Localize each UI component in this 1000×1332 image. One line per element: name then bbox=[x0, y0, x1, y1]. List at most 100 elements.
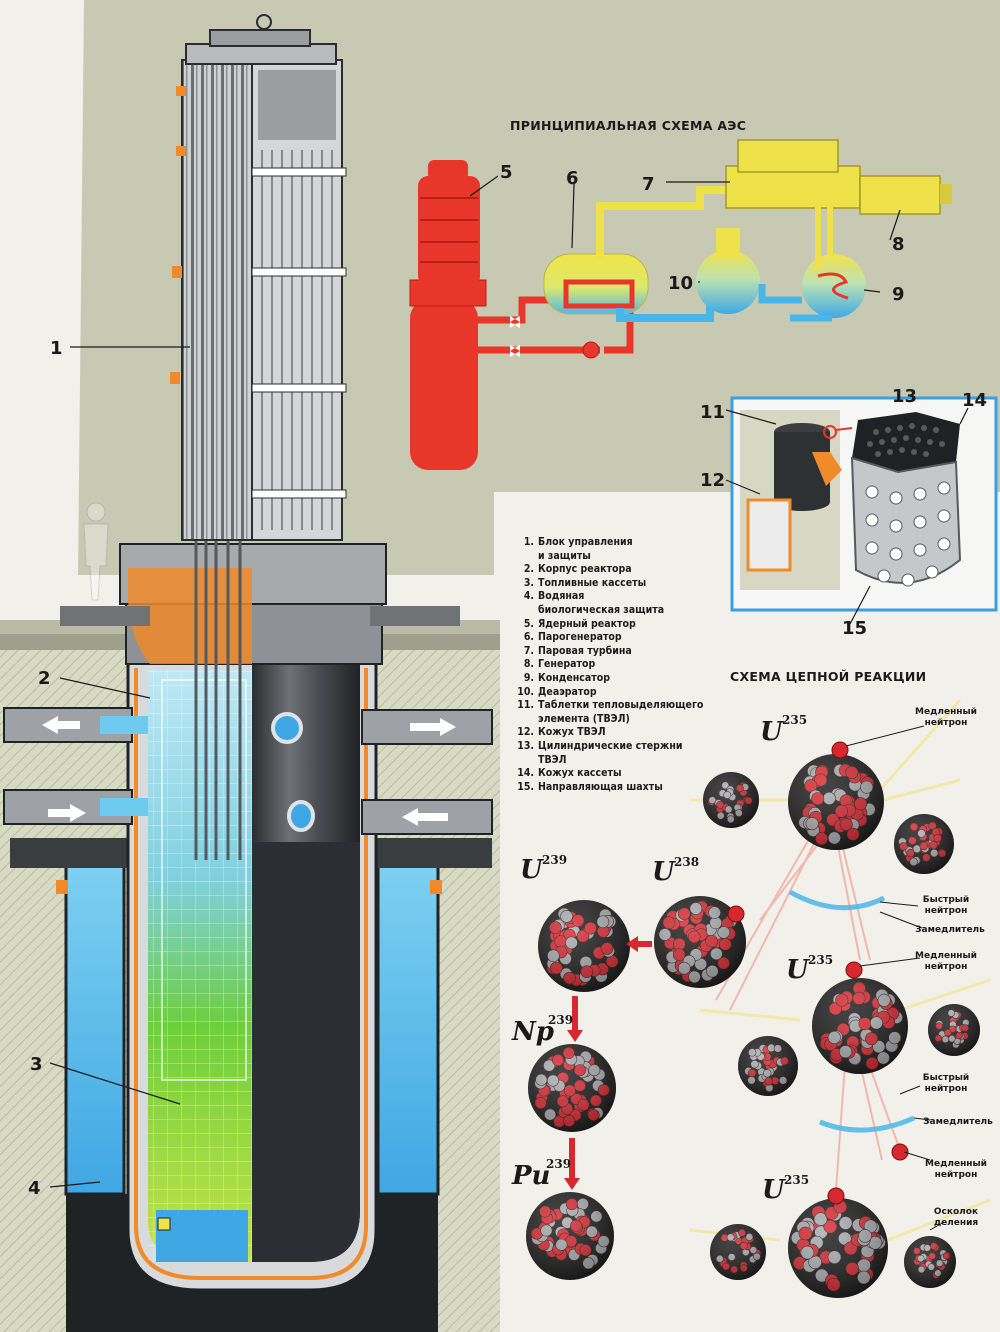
legend-item-number: 9. bbox=[523, 671, 534, 684]
legend-item-text: Цилиндрические стержни bbox=[538, 739, 683, 752]
nucleus-u235-mid bbox=[812, 978, 908, 1074]
callout-3: 3 bbox=[30, 1054, 43, 1075]
legend-item-text: Паровая турбина bbox=[538, 644, 632, 657]
arrow-u238-to-u239-head bbox=[626, 936, 638, 952]
legend-item: ТВЭЛ bbox=[516, 754, 716, 768]
legend-item: элемента (ТВЭЛ) bbox=[516, 713, 716, 727]
isotope-pu-mass: 239 bbox=[546, 1157, 571, 1171]
legend-item-text: Таблетки тепловыделяющего bbox=[538, 699, 704, 712]
fission-fragment bbox=[928, 1004, 980, 1056]
nucleus-np239 bbox=[528, 1044, 616, 1132]
legend-item-number bbox=[516, 550, 534, 564]
isotope-u235-top-mass: 235 bbox=[782, 713, 807, 727]
slow-neutron-label-1b: нейтрон bbox=[925, 718, 968, 728]
legend-item: 14. Кожух кассеты bbox=[516, 767, 716, 781]
fragment-label-a: Осколок bbox=[934, 1207, 978, 1217]
callout-11: 11 bbox=[700, 402, 725, 423]
slow-neutron-label-3b: нейтрон bbox=[935, 1170, 978, 1180]
callout-6: 6 bbox=[566, 168, 579, 189]
reactor-red bbox=[409, 160, 634, 470]
legend-item: 3.Топливные кассеты bbox=[516, 577, 716, 591]
fragment-label-b: деления bbox=[934, 1218, 979, 1228]
nucleus-pu239 bbox=[526, 1192, 614, 1280]
callout-4: 4 bbox=[28, 1178, 41, 1199]
fast-neutron-label-1a: Быстрый bbox=[923, 895, 969, 905]
turbine-generator bbox=[725, 139, 952, 215]
slow-neutron-label-3a: Медленный bbox=[925, 1159, 987, 1169]
legend-item-text: ТВЭЛ bbox=[538, 753, 567, 766]
legend-item-text: Кожух ТВЭЛ bbox=[538, 726, 606, 739]
legend-item: 7.Паровая турбина bbox=[516, 645, 716, 659]
isotope-u238-symbol: U bbox=[652, 857, 676, 887]
isotope-u235-mid-mass: 235 bbox=[808, 953, 833, 967]
legend-item: 1. Блок управления bbox=[516, 536, 716, 550]
fission-fragment bbox=[703, 772, 759, 828]
isotope-np-mass: 239 bbox=[548, 1013, 573, 1027]
callout-10: 10 bbox=[668, 273, 693, 294]
legend-item-text: Кожух кассеты bbox=[538, 767, 622, 780]
legend-item-text: и защиты bbox=[538, 549, 591, 562]
callout-2: 2 bbox=[38, 668, 51, 689]
deaerator bbox=[696, 250, 760, 314]
legend-item-number bbox=[516, 604, 534, 618]
legend-item-number: 12. bbox=[517, 726, 534, 739]
legend-item-text: Блок управления bbox=[538, 536, 633, 548]
legend-item-text: Генератор bbox=[538, 658, 596, 671]
legend-item-number: 3. bbox=[523, 576, 534, 589]
water-shield-right bbox=[376, 862, 440, 1196]
legend-item-number: 5. bbox=[523, 617, 534, 630]
legend-item-number: 1. bbox=[523, 536, 534, 548]
isotope-u238-mass: 238 bbox=[674, 855, 699, 869]
nucleus-u235-bottom bbox=[788, 1198, 888, 1298]
isotope-pu-symbol: Pu bbox=[511, 1161, 550, 1191]
legend-item: 15.Направляющая шахты bbox=[516, 781, 716, 795]
callout-1: 1 bbox=[50, 338, 63, 359]
plant-scheme bbox=[409, 139, 952, 470]
slow-neutron-label-2a: Медленный bbox=[915, 951, 977, 961]
nucleus-u235-top bbox=[788, 754, 884, 850]
legend-item: 5.Ядерный реактор bbox=[516, 618, 716, 632]
isotope-u235-bottom-symbol: U bbox=[762, 1175, 786, 1205]
isotope-np-symbol: Np bbox=[511, 1017, 554, 1047]
legend-item-number: 10. bbox=[517, 685, 534, 698]
legend-item-number: 6. bbox=[523, 631, 534, 644]
legend-item-number: 14. bbox=[517, 767, 534, 780]
legend-item: 13. Цилиндрические стержни bbox=[516, 740, 716, 754]
legend-item: и защиты bbox=[516, 550, 716, 564]
callout-7: 7 bbox=[642, 174, 655, 195]
fission-fragment bbox=[738, 1036, 798, 1096]
legend-item-number: 13. bbox=[517, 739, 534, 752]
legend-item-number bbox=[516, 754, 534, 768]
isotope-u239-symbol: U bbox=[520, 855, 544, 885]
legend-item-number: 8. bbox=[523, 658, 534, 671]
legend-item-text: элемента (ТВЭЛ) bbox=[538, 712, 630, 725]
callout-8: 8 bbox=[892, 234, 905, 255]
fission-fragment bbox=[894, 814, 954, 874]
callout-15: 15 bbox=[842, 618, 867, 639]
chain-reaction-title: СХЕМА ЦЕПНОЙ РЕАКЦИИ bbox=[730, 669, 927, 684]
legend-item-text: Конденсатор bbox=[538, 671, 611, 684]
nucleus-u239 bbox=[538, 900, 630, 992]
arrow-u239-to-np239-head bbox=[567, 1030, 583, 1042]
isotope-u235-bottom-mass: 235 bbox=[784, 1173, 809, 1187]
legend-item-number: 2. bbox=[523, 563, 534, 576]
legend-item: 6.Парогенератор bbox=[516, 631, 716, 645]
slow-neutron bbox=[831, 741, 849, 759]
slow-neutron bbox=[891, 1143, 909, 1161]
moderator-label-1: Замедлитель bbox=[915, 925, 985, 935]
slow-neutron-label-1a: Медленный bbox=[915, 707, 977, 717]
slow-neutron-label-2b: нейтрон bbox=[925, 962, 968, 972]
callout-9: 9 bbox=[892, 284, 905, 305]
legend-item: 4.Водяная bbox=[516, 590, 716, 604]
isotope-u235-top-symbol: U bbox=[760, 717, 784, 747]
callout-12: 12 bbox=[700, 470, 725, 491]
legend-item: 2.Корпус реактора bbox=[516, 563, 716, 577]
legend-item-text: биологическая защита bbox=[538, 603, 665, 616]
human-silhouette bbox=[83, 502, 109, 601]
fuel-element-detail bbox=[730, 396, 998, 612]
fast-neutron-label-2a: Быстрый bbox=[923, 1073, 969, 1083]
